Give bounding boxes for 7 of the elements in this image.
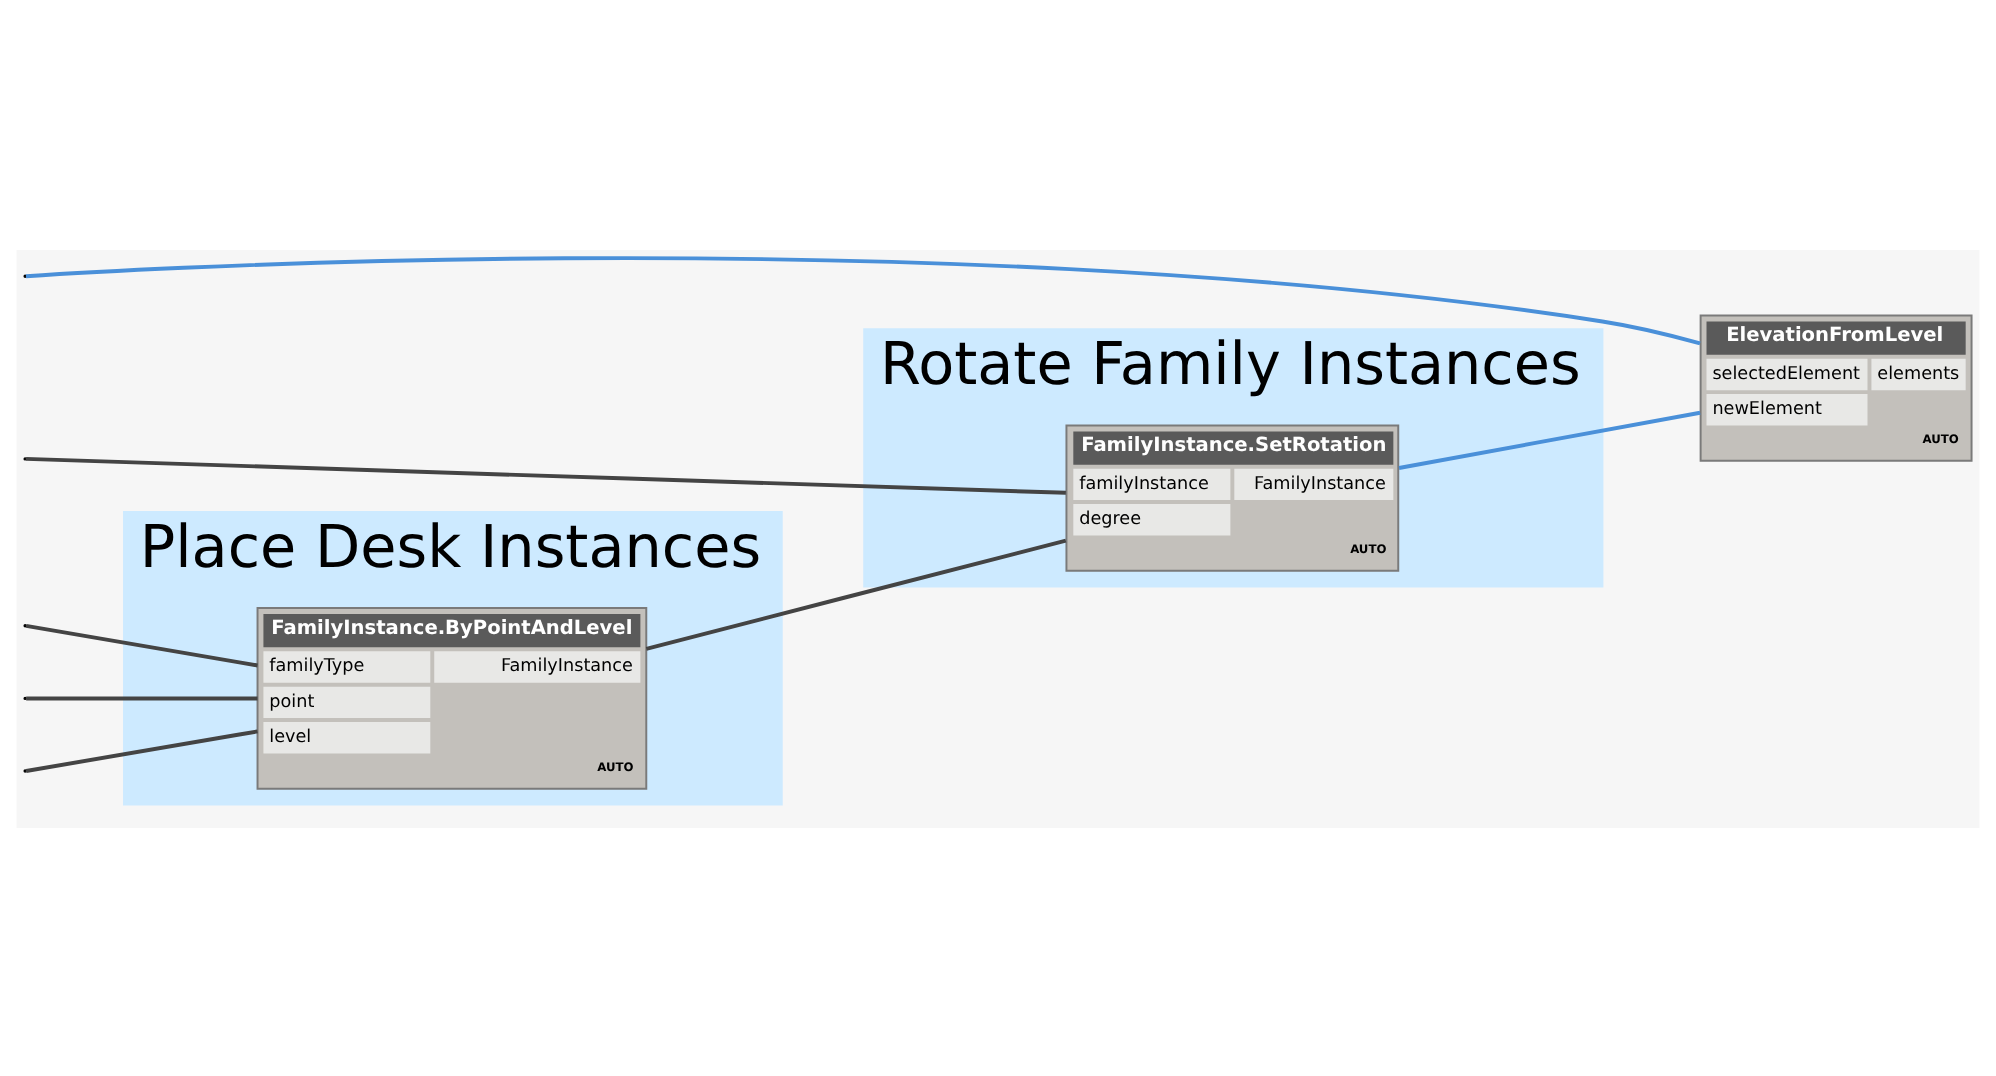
connector xyxy=(26,455,1066,494)
connector xyxy=(25,728,258,772)
connector xyxy=(1398,409,1701,469)
connector xyxy=(25,255,1701,345)
connector xyxy=(25,622,258,667)
connector xyxy=(645,537,1067,650)
connector xyxy=(26,695,258,700)
